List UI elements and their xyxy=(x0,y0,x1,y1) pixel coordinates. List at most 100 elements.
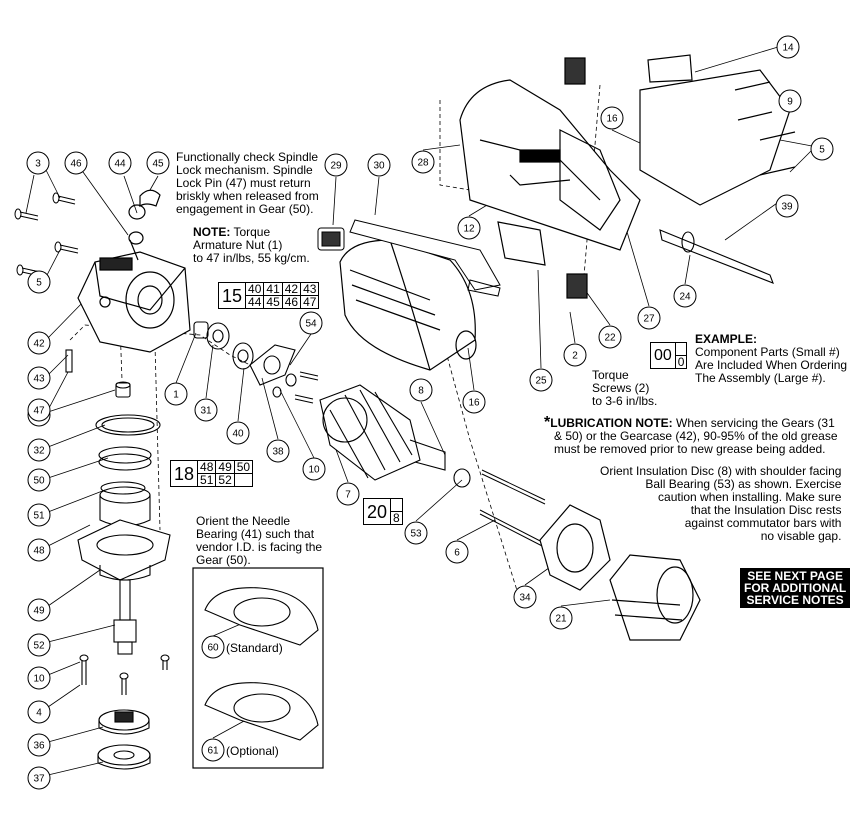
callout-circle xyxy=(27,538,51,562)
gearcase-part xyxy=(77,189,191,353)
callout-number: 48 xyxy=(33,546,45,557)
callout-30: 30 xyxy=(367,153,391,177)
callout-number: 9 xyxy=(787,97,793,108)
callout-22: 22 xyxy=(598,325,622,349)
callout-number: 37 xyxy=(33,774,45,785)
callout-circle xyxy=(27,503,51,527)
callout-circle xyxy=(409,378,433,402)
callout-53: 53 xyxy=(404,521,428,545)
callout-number: 38 xyxy=(272,447,284,458)
callout-circle xyxy=(324,153,348,177)
callout-40: 40 xyxy=(226,421,250,445)
armature-parts xyxy=(193,321,471,488)
callout-number: 24 xyxy=(679,292,691,303)
callout-36: 36 xyxy=(27,733,51,757)
callout-42: 42 xyxy=(27,331,51,355)
callout-number: 29 xyxy=(330,161,342,172)
rear-housing-part xyxy=(459,54,796,299)
callout-38: 38 xyxy=(266,439,290,463)
callout-number: 3 xyxy=(35,159,41,170)
guard-optional-label: (Optional) xyxy=(226,744,279,758)
callout-number: 34 xyxy=(519,593,531,604)
callout-14: 14 xyxy=(776,35,800,59)
callout-number: 39 xyxy=(781,202,793,213)
callout-7: 7 xyxy=(336,482,360,506)
callout-34: 34 xyxy=(513,585,537,609)
callout-10: 10 xyxy=(302,457,326,481)
callout-5: 5 xyxy=(27,270,51,294)
callout-number: 60 xyxy=(207,643,219,654)
callout-number: 52 xyxy=(33,641,45,652)
callout-number: 40 xyxy=(232,429,244,440)
callout-27: 27 xyxy=(637,306,661,330)
leader-lines xyxy=(25,46,813,776)
callout-47: 47 xyxy=(27,398,51,422)
end-bell-parts xyxy=(539,504,701,641)
callout-circle xyxy=(266,439,290,463)
assembly-20-table: 20 8 xyxy=(362,498,403,525)
callout-number: 47 xyxy=(33,406,45,417)
callout-circle xyxy=(529,368,553,392)
callout-51: 51 xyxy=(27,503,51,527)
guard-standard-label: (Standard) xyxy=(226,641,283,655)
callout-number: 30 xyxy=(373,161,385,172)
callout-circle xyxy=(462,390,486,414)
callout-circle xyxy=(404,521,428,545)
callout-circle xyxy=(26,151,50,175)
callout-circle xyxy=(445,540,469,564)
callout-60: 60 xyxy=(201,635,225,659)
callout-circle xyxy=(27,766,51,790)
example-table: 00 0 xyxy=(650,342,688,369)
callout-5: 5 xyxy=(810,137,834,161)
callout-circle xyxy=(27,598,51,622)
callout-number: 12 xyxy=(463,224,475,235)
callout-number: 4 xyxy=(36,708,42,719)
callout-number: 10 xyxy=(33,674,45,685)
callout-circle xyxy=(27,270,51,294)
callout-circle xyxy=(108,151,132,175)
guard-box xyxy=(192,567,324,769)
callout-circle xyxy=(64,151,88,175)
callout-circle xyxy=(27,438,51,462)
callout-circle xyxy=(775,194,799,218)
callout-number: 49 xyxy=(33,606,45,617)
callout-number: 25 xyxy=(535,376,547,387)
callout-10: 10 xyxy=(27,666,51,690)
callout-8: 8 xyxy=(409,378,433,402)
callout-54: 54 xyxy=(299,311,323,335)
screws-left xyxy=(14,192,79,277)
callout-21: 21 xyxy=(549,606,573,630)
callout-9: 9 xyxy=(778,89,802,113)
callout-29: 29 xyxy=(324,153,348,177)
callout-number: 53 xyxy=(410,529,422,540)
lower-gear-parts xyxy=(65,349,171,770)
callout-12: 12 xyxy=(457,216,481,240)
callout-circle xyxy=(27,398,51,422)
callout-number: 5 xyxy=(36,278,42,289)
callout-1: 1 xyxy=(164,382,188,406)
callout-50: 50 xyxy=(27,468,51,492)
motor-housing-part xyxy=(339,239,477,371)
switch-parts xyxy=(317,219,501,297)
callout-number: 46 xyxy=(70,159,82,170)
spindle-shaft-part xyxy=(659,229,774,284)
callout-25: 25 xyxy=(529,368,553,392)
callout-circle xyxy=(673,284,697,308)
callout-32: 32 xyxy=(27,438,51,462)
callout-number: 28 xyxy=(417,158,429,169)
callout-number: 10 xyxy=(308,465,320,476)
callout-circle xyxy=(27,366,51,390)
callout-number: 31 xyxy=(200,406,212,417)
callout-45: 45 xyxy=(146,151,170,175)
callout-number: 21 xyxy=(555,614,567,625)
callout-number: 32 xyxy=(33,446,45,457)
callout-circle xyxy=(549,606,573,630)
callout-circle xyxy=(164,382,188,406)
callout-2: 2 xyxy=(563,343,587,367)
callout-circle xyxy=(457,216,481,240)
example-note: EXAMPLE: Component Parts (Small #)Are In… xyxy=(695,332,848,385)
